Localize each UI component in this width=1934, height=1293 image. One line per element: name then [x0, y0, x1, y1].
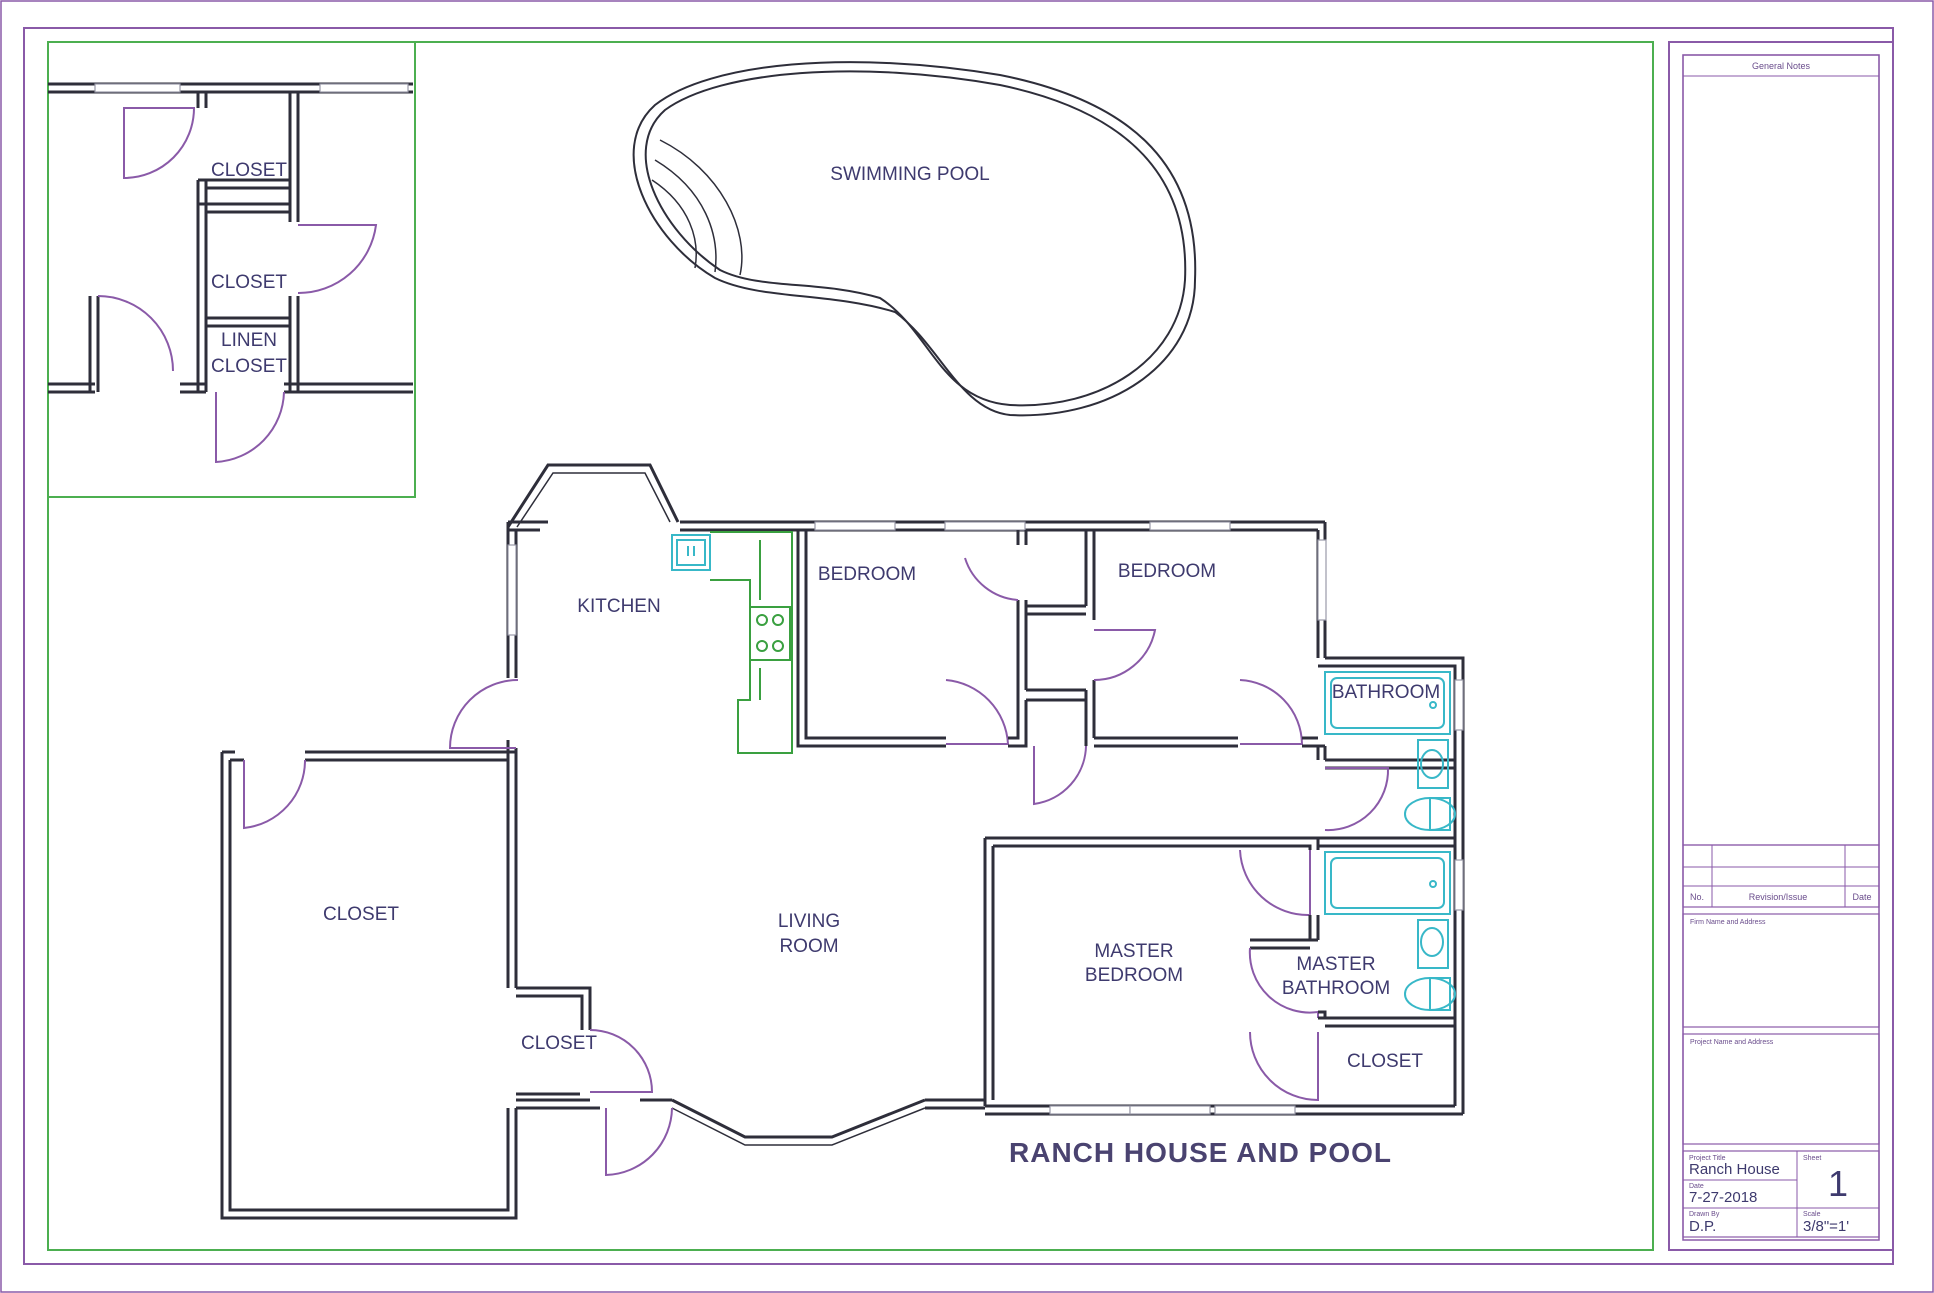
- date-caption: Date: [1689, 1183, 1704, 1190]
- revision-no-header: No.: [1690, 892, 1704, 902]
- linen-closet-label-line1: LINEN: [221, 330, 277, 351]
- general-notes-heading: General Notes: [1752, 61, 1811, 71]
- project-title-value: Ranch House: [1689, 1161, 1780, 1178]
- inset-closet-1-label: CLOSET: [211, 160, 287, 181]
- garage-closet-label: CLOSET: [323, 904, 399, 925]
- drawing-area-border: [47, 41, 1654, 1251]
- scale-caption: Scale: [1803, 1211, 1821, 1218]
- inner-border: [23, 27, 1894, 1265]
- revision-date-header: Date: [1852, 892, 1871, 902]
- drawing-title: RANCH HOUSE AND POOL: [1009, 1137, 1392, 1168]
- swimming-pool: SWIMMING POOL: [632, 61, 1197, 417]
- date-value: 7-27-2018: [1689, 1189, 1757, 1206]
- pool-label: SWIMMING POOL: [830, 164, 989, 185]
- sheet-number: 1: [1828, 1163, 1848, 1204]
- linen-closet-label-line2: CLOSET: [211, 356, 287, 377]
- master-bathroom-label-line1: MASTER: [1296, 954, 1375, 975]
- master-bedroom-label-line2: BEDROOM: [1085, 965, 1183, 986]
- master-closet-label: CLOSET: [1347, 1051, 1423, 1072]
- house-floor-plan: KITCHEN BEDROOM BEDROOM BATHROOM LIVING …: [220, 463, 1465, 1220]
- title-block: General Notes No. Revision/Issue Date Fi…: [1668, 41, 1894, 1251]
- project-title-caption: Project Title: [1689, 1155, 1726, 1162]
- sheet-caption: Sheet: [1803, 1155, 1821, 1162]
- master-bathroom-label-line2: BATHROOM: [1282, 978, 1390, 999]
- closet-detail-inset: CLOSET CLOSET LINEN CLOSET: [47, 41, 416, 498]
- bathroom-label: BATHROOM: [1332, 682, 1440, 703]
- small-closet-label: CLOSET: [521, 1033, 597, 1054]
- bedroom-2-label: BEDROOM: [1118, 561, 1216, 582]
- living-room-label-line1: LIVING: [778, 911, 840, 932]
- project-name-caption: Project Name and Address: [1690, 1039, 1774, 1046]
- drawn-by-value: D.P.: [1689, 1218, 1716, 1235]
- master-bedroom-label-line1: MASTER: [1094, 941, 1173, 962]
- bedroom-1-label: BEDROOM: [818, 564, 916, 585]
- inset-border: [47, 41, 416, 498]
- firm-name-caption: Firm Name and Address: [1690, 919, 1766, 926]
- scale-value: 3/8"=1': [1803, 1218, 1849, 1235]
- revision-issue-header: Revision/Issue: [1749, 892, 1808, 902]
- drawn-by-caption: Drawn By: [1689, 1211, 1720, 1218]
- inset-closet-2-label: CLOSET: [211, 272, 287, 293]
- living-room-label-line2: ROOM: [779, 936, 838, 957]
- kitchen-label: KITCHEN: [577, 596, 660, 617]
